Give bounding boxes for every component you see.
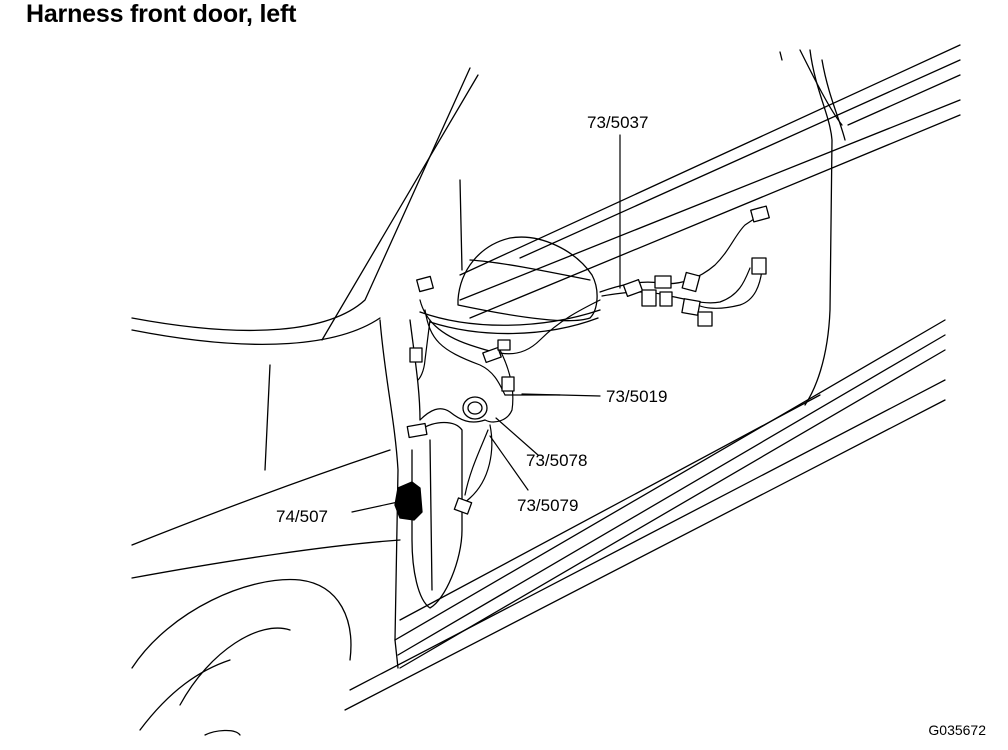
callout-73-5079: 73/5079 [517, 496, 579, 515]
grommet [462, 396, 488, 420]
callout-74-507: 74/507 [276, 507, 328, 526]
rocker-sills [344, 319, 946, 711]
a-pillar-lines [131, 67, 479, 345]
leader-5079 [489, 435, 529, 491]
fender-lines [131, 364, 401, 736]
leader-lines [351, 134, 621, 513]
callout-73-5078: 73/5078 [526, 451, 588, 470]
figure-id: G035672 [928, 722, 986, 738]
page-title: Harness front door, left [26, 0, 297, 28]
side-mirror [419, 236, 601, 335]
callout-73-5037: 73/5037 [587, 113, 649, 132]
door-rear-edge [804, 49, 961, 406]
callout-73-5019: 73/5019 [606, 387, 668, 406]
connector-74-507 [394, 481, 423, 521]
door-frame-top [459, 44, 961, 276]
hinge-pillar [379, 319, 463, 641]
leader-5078 [495, 417, 539, 456]
leader-5019 [521, 393, 601, 397]
harness-connectors [406, 205, 770, 515]
leader-507 [351, 501, 399, 513]
wiring-harness [417, 214, 763, 506]
door-belt-line [459, 99, 961, 319]
